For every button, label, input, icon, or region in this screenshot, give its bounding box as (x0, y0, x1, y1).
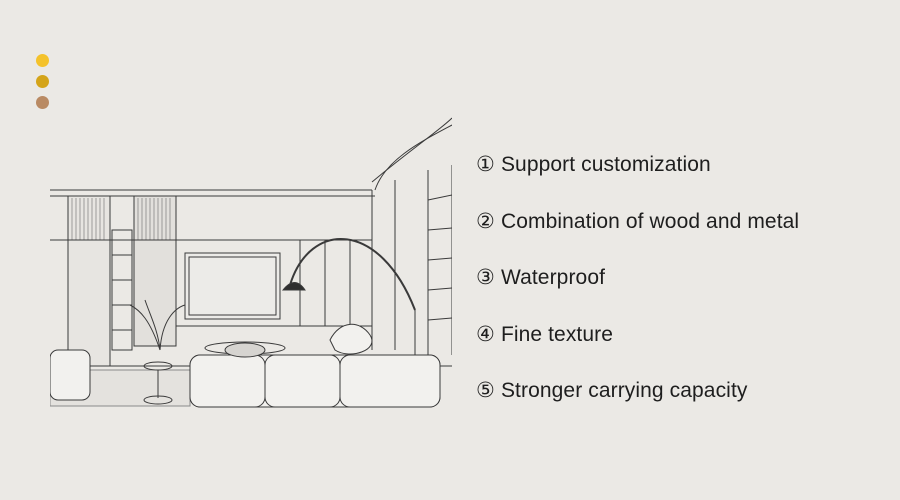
feature-text: Waterproof (500, 266, 606, 289)
dot-yellow (36, 54, 49, 67)
feature-text: Support customization (500, 153, 711, 176)
feature-number: ① (476, 153, 495, 176)
feature-number: ④ (476, 322, 495, 346)
feature-number: ② (476, 209, 495, 233)
feature-text: Stronger carrying capacity (500, 379, 748, 402)
dot-brown (36, 96, 49, 109)
decorative-dots (36, 54, 49, 117)
feature-text: Fine texture (500, 322, 614, 346)
feature-number: ⑤ (476, 379, 495, 402)
dot-gold (36, 75, 49, 88)
living-room-sketch (50, 117, 452, 408)
feature-number: ③ (476, 266, 495, 289)
feature-text: Combination of wood and metal (500, 209, 800, 233)
